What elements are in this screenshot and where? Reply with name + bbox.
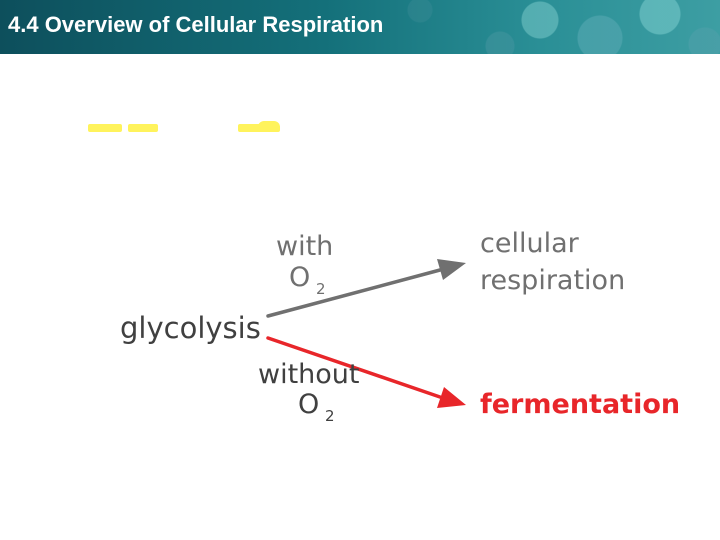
anaerobic-arrowhead	[437, 387, 466, 408]
with-label: with	[276, 231, 333, 262]
aerobic-arrow-line	[266, 268, 442, 318]
respiration-label: respiration	[480, 265, 625, 296]
yellow-title-artifact	[88, 121, 282, 134]
aerobic-arrowhead	[437, 259, 466, 280]
without-label: without	[258, 359, 360, 390]
with-oxygen-symbol: O	[289, 262, 310, 293]
cellular-label: cellular	[480, 228, 580, 259]
without-oxygen-subscript: 2	[325, 407, 335, 425]
without-oxygen-symbol: O	[298, 389, 319, 420]
slide-title: 4.4 Overview of Cellular Respiration	[8, 12, 384, 37]
with-oxygen-subscript: 2	[316, 280, 326, 298]
header-bar: 4.4 Overview of Cellular Respiration	[0, 0, 720, 54]
fermentation-label: fermentation	[480, 389, 680, 420]
glycolysis-label: glycolysis	[120, 311, 261, 345]
anaerobic-arrow-line	[266, 336, 442, 399]
